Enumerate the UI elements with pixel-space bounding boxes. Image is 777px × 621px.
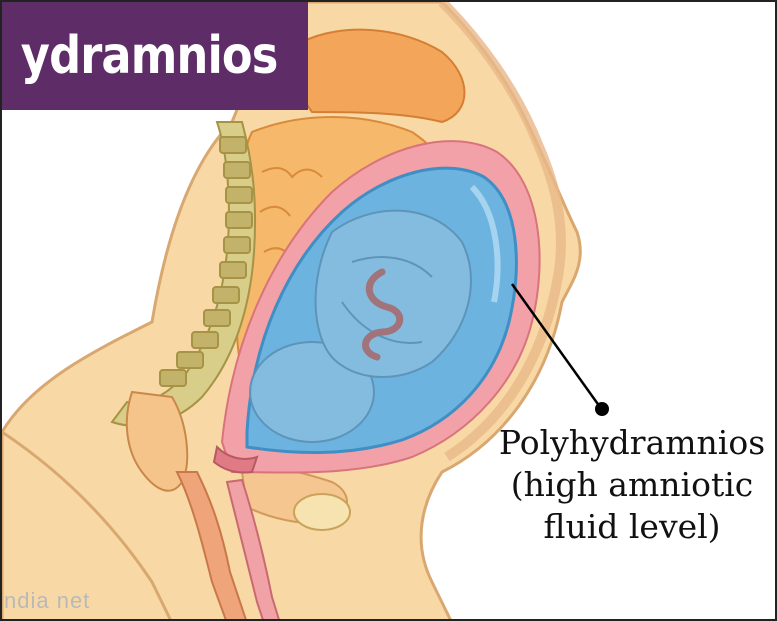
title-text: ydramnios (21, 26, 278, 86)
watermark-text: ndia net (4, 588, 90, 614)
label-line-3: fluid level) (487, 506, 777, 548)
label-pointer-dot (595, 402, 609, 416)
polyhydramnios-label: Polyhydramnios (high amniotic fluid leve… (487, 422, 777, 548)
pubic-bone (294, 494, 350, 530)
title-banner: ydramnios (2, 2, 308, 110)
label-line-2: (high amniotic (487, 464, 777, 506)
label-line-1: Polyhydramnios (487, 422, 777, 464)
